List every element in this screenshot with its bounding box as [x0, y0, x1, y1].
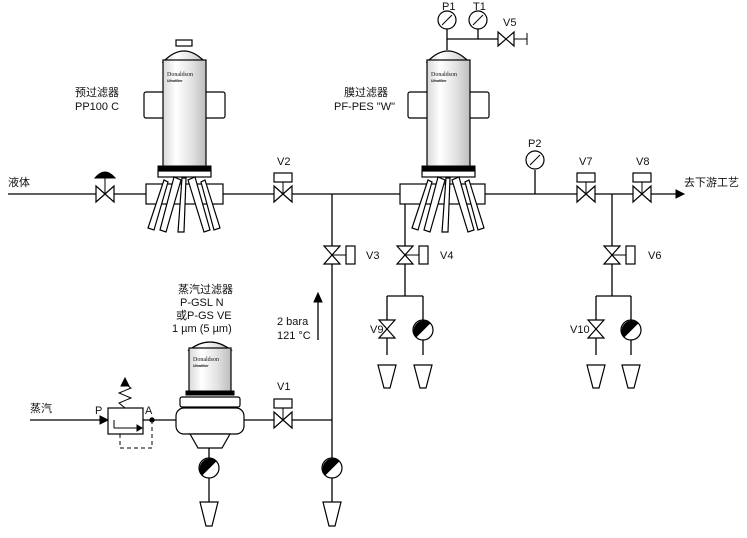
valve-v5	[497, 30, 528, 48]
valve-v10-label: V10	[570, 324, 590, 336]
valve-v2-label: V2	[277, 156, 290, 168]
steam-inlet-label: 蒸汽	[30, 401, 52, 415]
valve-v1	[273, 398, 293, 430]
regulator-inlet-label: P	[95, 405, 102, 417]
steam-filter-brand-sub: Ultrafilter	[193, 364, 209, 368]
valve-v8	[632, 172, 652, 204]
steam-filter-label-cn: 蒸汽过滤器	[178, 282, 233, 296]
valve-v8-label: V8	[636, 156, 649, 168]
valve-v1-label: V1	[277, 381, 290, 393]
pressure-gauge-p2	[525, 150, 545, 170]
steam-filter-brand: Donaldson	[193, 357, 219, 363]
steam-pressure-regulator	[107, 376, 153, 449]
prefilter-brand-sub: Ultrafilter	[167, 79, 183, 83]
regulator-outlet-label: A	[145, 405, 153, 417]
valve-v4	[395, 245, 429, 265]
liquid-inlet-label: 液体	[8, 175, 30, 189]
membrane-brand: Donaldson	[431, 72, 457, 78]
membrane-filter-label-cn: 膜过滤器	[344, 86, 388, 99]
steam-filter-model-1: P-GSL N	[180, 297, 224, 309]
valve-v6-label: V6	[648, 250, 661, 262]
gauge-p1-label: P1	[442, 1, 455, 13]
steam-trap-v9-branch	[412, 319, 434, 341]
valve-v3	[322, 245, 356, 265]
valve-v10	[586, 319, 606, 339]
valve-v6	[602, 245, 636, 265]
steam-filter-housing: Donaldson Ultrafilter	[175, 341, 245, 449]
valve-v9-label: V9	[370, 324, 383, 336]
prefilter-housing: Donaldson Ultrafilter	[143, 39, 226, 233]
downstream-label: 去下游工艺	[684, 176, 739, 189]
valve-v7	[576, 172, 596, 204]
steam-filter-model-2: 或P-GS VE	[176, 309, 232, 322]
valve-v3-label: V3	[366, 250, 379, 262]
steam-pressure-label: 2 bara	[277, 316, 309, 328]
gauge-t1-label: T1	[473, 1, 486, 13]
drain-funnels	[199, 364, 641, 527]
valve-v4-label: V4	[440, 250, 453, 262]
membrane-filter-housing: Donaldson Ultrafilter	[399, 46, 490, 233]
valve-v7-label: V7	[579, 156, 592, 168]
valve-v9	[377, 319, 397, 339]
prefilter-brand: Donaldson	[167, 72, 193, 78]
steam-trap-v10-branch	[620, 319, 642, 341]
prefilter-label-cn: 预过滤器	[75, 86, 119, 99]
steam-temperature-label: 121 °C	[277, 330, 311, 342]
membrane-filter-model-label: PF-PES "W"	[334, 101, 395, 113]
valve-v5-label: V5	[503, 17, 516, 29]
inlet-regulating-valve	[93, 171, 117, 204]
membrane-brand-sub: Ultrafilter	[431, 79, 447, 83]
steam-filter-rating: 1 µm (5 µm)	[172, 323, 232, 335]
prefilter-model-label: PP100 C	[75, 101, 119, 113]
steam-trap-riser	[321, 457, 343, 479]
gauges-p1-t1	[437, 10, 498, 46]
gauge-p2-label: P2	[528, 138, 541, 150]
valve-v2	[273, 172, 293, 204]
